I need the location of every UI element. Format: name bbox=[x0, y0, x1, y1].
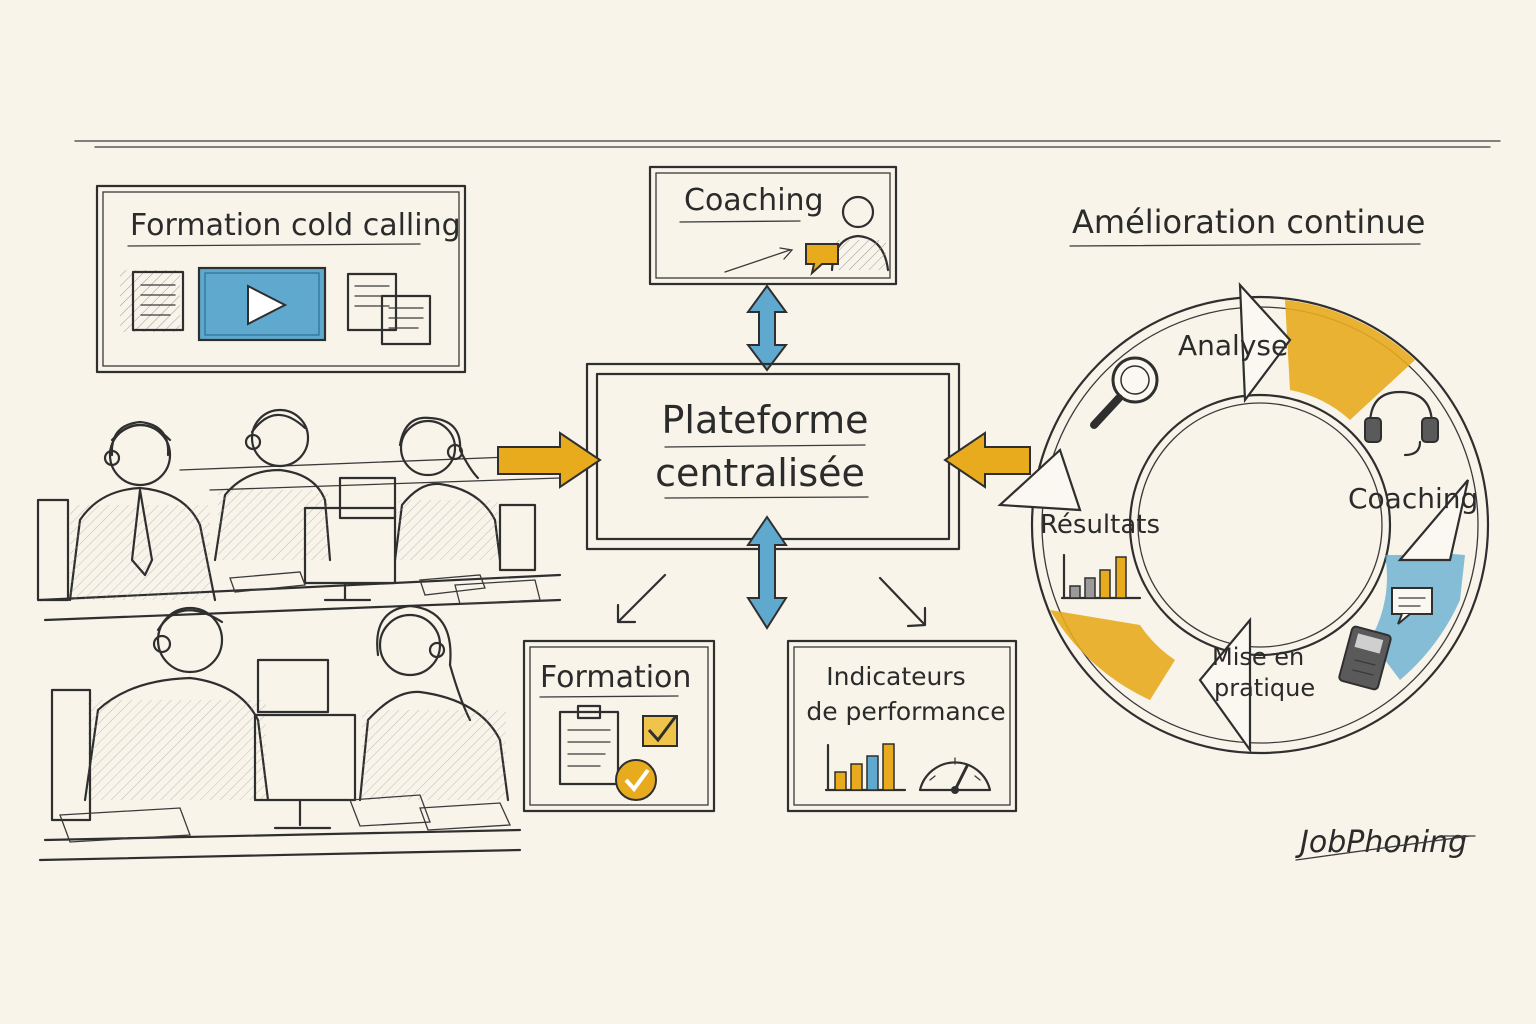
chat-icon bbox=[1391, 587, 1433, 625]
arrow-left-icon bbox=[943, 431, 1031, 489]
coach-avatar-icon bbox=[830, 195, 890, 272]
documents-stack-icon bbox=[346, 272, 432, 346]
clipboard-icon bbox=[558, 704, 620, 786]
gauge-icon bbox=[918, 757, 992, 794]
coaching-box: Coaching bbox=[648, 165, 898, 286]
arrow-right-icon bbox=[497, 431, 602, 489]
training-panel: Formation cold calling bbox=[95, 184, 467, 374]
coaching-box-title: Coaching bbox=[684, 183, 824, 218]
kpi-box: Indicateurs de performance bbox=[786, 639, 1018, 813]
call-center-illustration bbox=[36, 408, 562, 862]
kpi-title-line2: de performance bbox=[806, 697, 1005, 726]
training-panel-title: Formation cold calling bbox=[130, 208, 461, 243]
cycle-step-mise-en: Mise en bbox=[1212, 643, 1304, 671]
agent-figure bbox=[358, 604, 510, 802]
branch-arrows bbox=[616, 573, 927, 628]
headset-icon bbox=[1364, 390, 1439, 457]
brand-logo-text: JobPhoning bbox=[1295, 825, 1467, 860]
monitor-icon bbox=[253, 658, 357, 830]
agent-figure bbox=[36, 420, 217, 602]
cycle-step-coaching: Coaching bbox=[1348, 482, 1478, 515]
bar-chart-icon bbox=[824, 743, 907, 792]
agent-figure bbox=[393, 416, 537, 572]
document-icon bbox=[120, 270, 185, 332]
monitor-icon bbox=[303, 476, 397, 602]
double-arrow-icon bbox=[745, 284, 789, 372]
video-play-icon bbox=[197, 266, 327, 342]
top-divider bbox=[74, 140, 1501, 148]
phone-icon bbox=[1338, 625, 1392, 691]
cycle-step-pratique: pratique bbox=[1214, 674, 1315, 702]
improvement-cycle: Amélioration continue Analyse Coaching M… bbox=[997, 203, 1490, 755]
platform-box: Plateforme centralisée bbox=[585, 362, 961, 551]
brand-logo: JobPhoning bbox=[1295, 825, 1476, 861]
double-arrow-icon bbox=[746, 515, 788, 630]
agent-figure bbox=[50, 606, 270, 822]
cycle-title: Amélioration continue bbox=[1072, 203, 1425, 241]
agent-figure bbox=[213, 408, 332, 562]
platform-title-line2: centralisée bbox=[655, 451, 865, 495]
bar-chart-icon bbox=[1060, 553, 1142, 600]
cycle-step-analyse: Analyse bbox=[1178, 329, 1288, 362]
platform-title-line1: Plateforme bbox=[661, 398, 868, 442]
formation-box: Formation bbox=[522, 639, 716, 813]
check-circle-icon bbox=[615, 759, 657, 801]
cycle-step-resultats: Résultats bbox=[1040, 510, 1160, 540]
kpi-title-line1: Indicateurs bbox=[826, 662, 965, 691]
magnifier-icon bbox=[1090, 356, 1159, 429]
speech-bubble-icon bbox=[805, 243, 839, 276]
formation-box-title: Formation bbox=[540, 660, 691, 695]
checkbox-icon bbox=[642, 715, 678, 747]
